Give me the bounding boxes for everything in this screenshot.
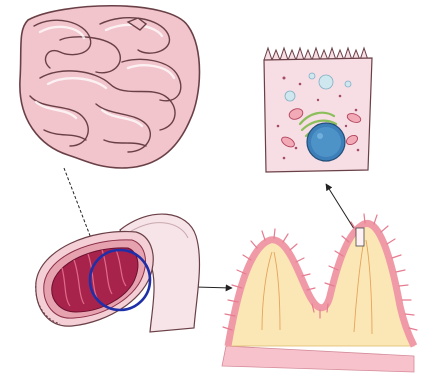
villi-icon xyxy=(222,214,417,372)
selected-cell-marker xyxy=(356,228,364,246)
small-intestine-icon xyxy=(20,6,200,168)
arrow-villi-to-cell xyxy=(326,184,356,232)
enterocyte-cell-icon xyxy=(264,48,372,172)
intestine-cross-section-icon xyxy=(36,214,200,332)
arrow-intestine-to-section xyxy=(64,168,94,246)
